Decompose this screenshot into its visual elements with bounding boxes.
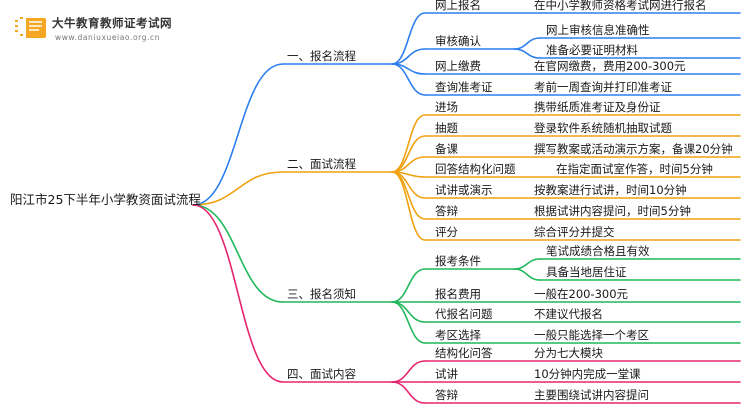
connector-branch-item bbox=[391, 381, 426, 404]
root-topic: 阳江市25下半年小学教资面试流程 bbox=[10, 192, 201, 207]
connector-branch-item bbox=[391, 360, 426, 383]
item-label: 试讲 bbox=[435, 367, 458, 381]
connector-root-branch-4 bbox=[192, 204, 284, 383]
item-label: 抽题 bbox=[435, 121, 458, 135]
item-label: 考区选择 bbox=[435, 328, 481, 342]
item-label: 报名费用 bbox=[435, 287, 481, 301]
detail-label: 笔试成绩合格且有效 bbox=[546, 244, 650, 258]
detail-label: 准备必要证明材料 bbox=[546, 43, 638, 57]
detail-label: 根据试讲内容提问，时间5分钟 bbox=[534, 204, 691, 218]
connector-root-branch-1 bbox=[192, 63, 284, 206]
detail-label: 网上审核信息准确性 bbox=[546, 23, 650, 37]
detail-label: 携带纸质准考证及身份证 bbox=[534, 100, 661, 114]
detail-label: 撰写教案或活动演示方案，备课20分钟 bbox=[534, 142, 733, 156]
item-label: 报考条件 bbox=[435, 254, 481, 268]
detail-label: 主要围绕试讲内容提问 bbox=[534, 388, 649, 402]
branch-title: 四、面试内容 bbox=[287, 367, 356, 381]
connector-root-branch-2 bbox=[192, 171, 284, 206]
connector-item-detail bbox=[513, 268, 541, 281]
item-label: 试讲或演示 bbox=[435, 183, 493, 197]
item-label: 审核确认 bbox=[435, 34, 481, 48]
detail-label: 登录软件系统随机抽取试题 bbox=[534, 121, 672, 135]
detail-label: 综合评分并提交 bbox=[534, 225, 615, 239]
detail-label: 具备当地居住证 bbox=[546, 265, 627, 279]
item-label: 答辩 bbox=[435, 204, 458, 218]
item-label: 备课 bbox=[435, 142, 458, 156]
item-label: 进场 bbox=[435, 100, 458, 114]
connector-branch-item bbox=[391, 301, 426, 323]
branch-title: 三、报名须知 bbox=[287, 287, 356, 301]
brand-url: www.daniuxueiao.org.cn bbox=[55, 33, 161, 42]
item-label: 回答结构化问题 bbox=[435, 162, 516, 176]
detail-label: 分为七大模块 bbox=[534, 346, 603, 360]
item-label: 评分 bbox=[435, 225, 458, 239]
connector-branch-item bbox=[391, 63, 426, 96]
item-label: 答辩 bbox=[435, 388, 458, 402]
item-label: 代报名问题 bbox=[435, 307, 493, 321]
branch-title: 一、报名流程 bbox=[287, 49, 356, 63]
connector-branch-item bbox=[391, 301, 426, 344]
detail-label: 按教案进行试讲，时间10分钟 bbox=[534, 183, 687, 197]
connector-branch-item bbox=[391, 171, 426, 220]
detail-label: 10分钟内完成一堂课 bbox=[534, 367, 641, 381]
connector-branch-item bbox=[391, 12, 426, 65]
connector-branch-item bbox=[391, 171, 426, 241]
item-label: 结构化问答 bbox=[435, 346, 493, 360]
detail-label: 一般只能选择一个考区 bbox=[534, 328, 649, 342]
book-logo-icon bbox=[15, 17, 46, 38]
connector-item-detail bbox=[513, 37, 541, 50]
detail-label: 考前一周查询并打印准考证 bbox=[534, 80, 672, 94]
item-label: 查询准考证 bbox=[435, 80, 493, 94]
item-label: 网上缴费 bbox=[435, 59, 481, 73]
connector-branch-item bbox=[391, 268, 426, 303]
connector-item-detail bbox=[513, 258, 541, 270]
connector-root-branch-3 bbox=[192, 204, 284, 303]
detail-label: 在官网缴费，费用200-300元 bbox=[534, 59, 686, 73]
item-label: 网上报名 bbox=[435, 0, 481, 12]
detail-label: 不建议代报名 bbox=[534, 307, 603, 321]
detail-label: 一般在200-300元 bbox=[534, 287, 629, 301]
detail-label: 在中小学教师资格考试网进行报名 bbox=[534, 0, 707, 12]
connector-item-detail bbox=[513, 48, 541, 59]
branch-title: 二、面试流程 bbox=[287, 157, 356, 171]
brand-title: 大牛教育教师证考试网 bbox=[52, 16, 172, 30]
detail-label: 在指定面试室作答，时间5分钟 bbox=[556, 162, 713, 176]
